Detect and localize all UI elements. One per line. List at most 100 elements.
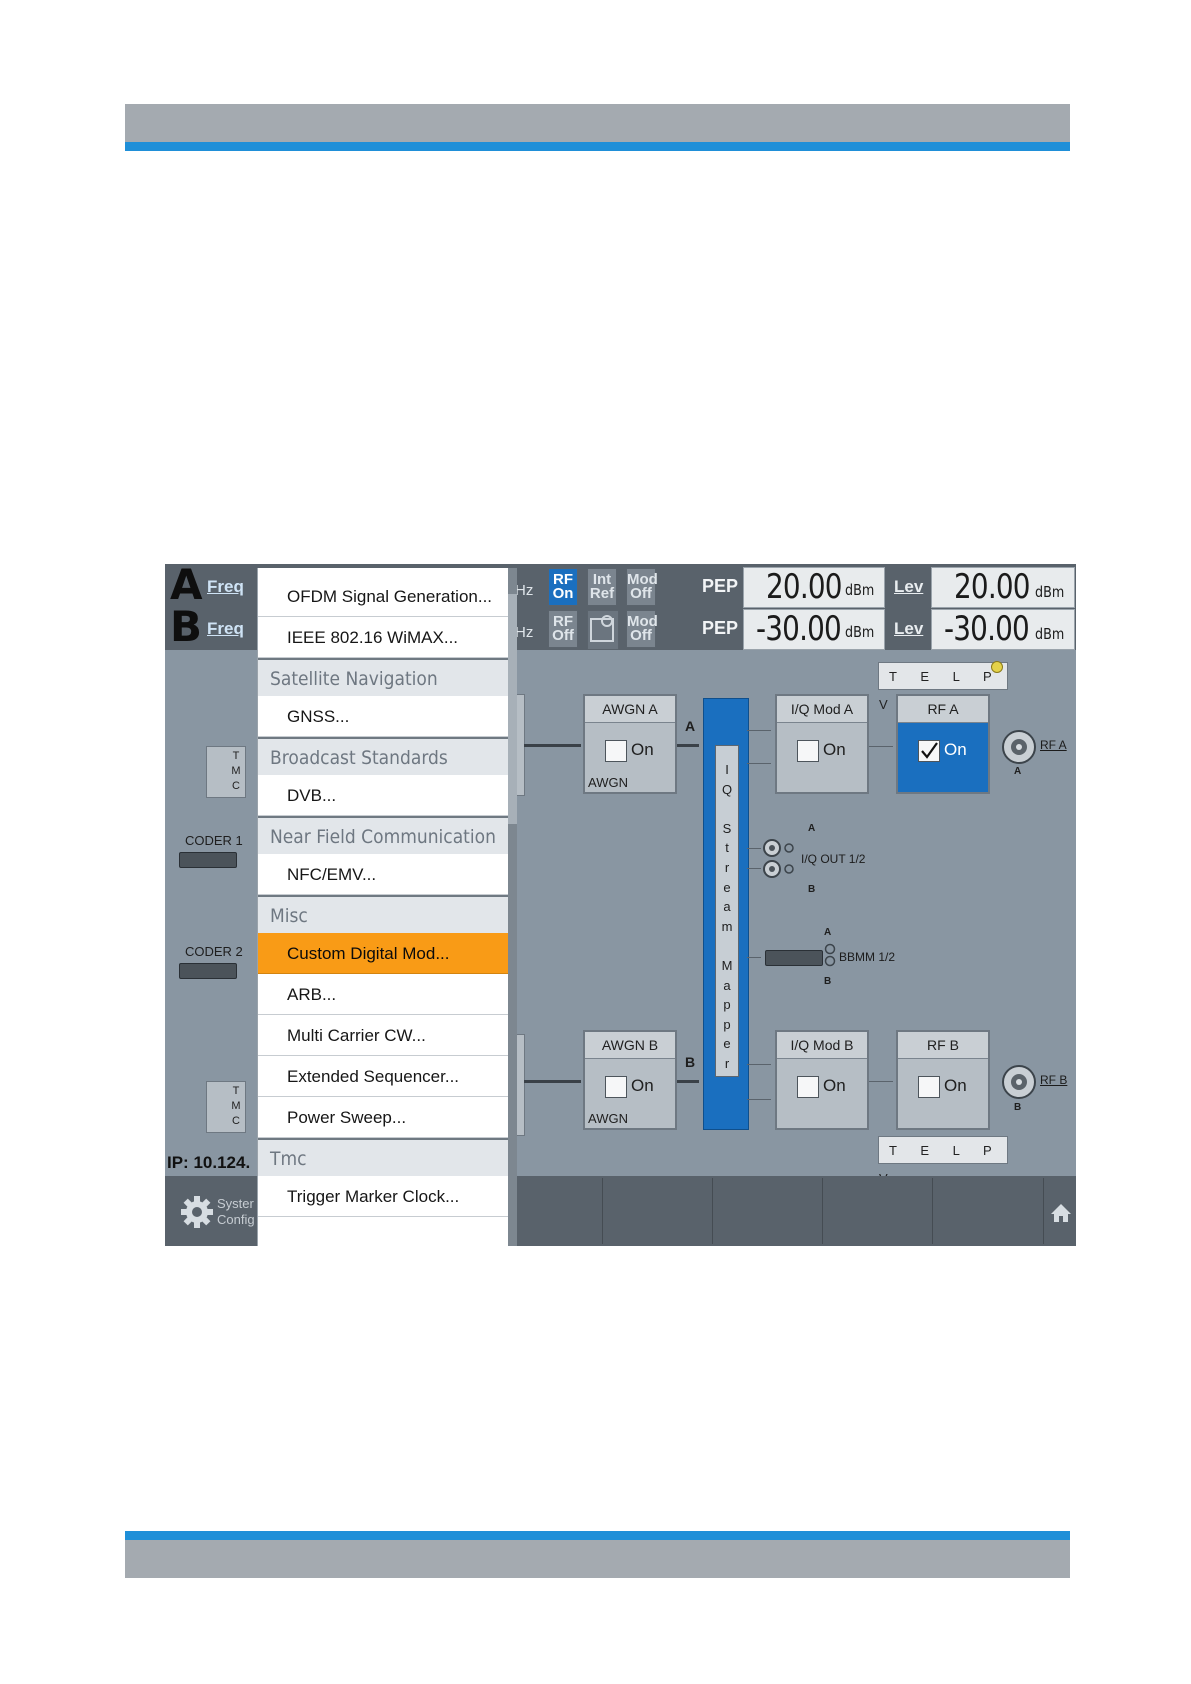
lev-b-value: -30.00 [944,609,1030,649]
rf-b-block[interactable]: RF B On [896,1030,990,1130]
bbmm-led-icon [823,942,837,973]
gear-icon[interactable] [179,1194,215,1235]
wire-mapper-iqmod-a1 [747,730,771,731]
home-icon [1051,1204,1071,1222]
iq-mod-b-checkbox[interactable] [797,1076,819,1098]
lev-a-link[interactable]: Lev [894,577,924,596]
menu-section-header: Tmc [258,1138,508,1176]
checkmark-icon [921,742,938,759]
wire-iqmod-rf-a [869,746,893,747]
lev-b-link[interactable]: Lev [894,619,924,638]
lev-a-display[interactable]: 20.00 dBm [931,567,1075,608]
softkey-3[interactable] [712,1178,822,1244]
menu-scrollbar-thumb[interactable] [508,594,517,824]
awgn-b-block[interactable]: AWGN B On AWGN [583,1030,677,1130]
page-header-bar [125,104,1070,142]
standards-menu[interactable]: OFDM Signal Generation...IEEE 802.16 WiM… [257,568,517,1246]
rf-b-checkbox[interactable] [918,1076,940,1098]
awgn-a-block[interactable]: AWGN A On AWGN [583,694,677,794]
system-config-softkey[interactable]: Syster Config [217,1196,255,1228]
menu-section-header: Misc [258,895,508,933]
menu-item[interactable]: ARB... [258,974,508,1015]
menu-section-label: Misc [270,905,308,927]
wire-awgn-mapper-b [677,1080,699,1083]
tmc-a-label: T M C [231,750,241,792]
rf-b-output-sub: B [1014,1102,1022,1113]
menu-section-label: Broadcast Standards [270,747,448,769]
coder1-label: CODER 1 [185,833,243,848]
menu-item[interactable]: Power Sweep... [258,1097,508,1138]
iq-mod-b-on-label: On [823,1076,846,1095]
awgn-a-checkbox[interactable] [605,740,627,762]
page-header-rule [125,142,1070,151]
rf-a-checkbox[interactable] [918,740,940,762]
rf-a-on-label: On [944,740,967,759]
iq-mod-b-block[interactable]: I/Q Mod B On [775,1030,869,1130]
iq-out-b: B [808,884,816,895]
wire-awgn-mapper-a [677,744,699,747]
menu-item[interactable]: Trigger Marker Clock... [258,1176,508,1217]
pep-b-unit: dBm [845,623,875,641]
pep-a-unit: dBm [845,581,875,599]
menu-item[interactable]: NFC/EMV... [258,854,508,895]
awgn-a-sub: AWGN [588,775,628,790]
awgn-b-sub: AWGN [588,1111,628,1126]
menu-item[interactable]: OFDM Signal Generation... [258,576,508,617]
softkey-4[interactable] [822,1178,932,1244]
coder2-label: CODER 2 [185,944,243,959]
bbmm-b: B [824,976,832,987]
menu-item[interactable]: Extended Sequencer... [258,1056,508,1097]
rf-b-output-link[interactable]: RF B [1040,1073,1068,1087]
softkey-2[interactable] [602,1178,712,1244]
rf-a-connector-icon [1001,729,1037,770]
iq-out-connector-icon [762,838,802,883]
coder1-connector-icon [179,852,237,868]
lev-a-unit: dBm [1035,583,1065,601]
wire-iqmod-rf-b [869,1081,893,1082]
wire-mapper-iqmod-b1 [747,1064,771,1065]
menu-section-label: Near Field Communication [270,826,496,848]
menu-item-selected[interactable]: Custom Digital Mod... [258,933,508,974]
awgn-a-title: AWGN A [585,696,675,723]
telpv-bottom-panel[interactable]: T E L P V [878,1136,1008,1186]
menu-item[interactable]: IEEE 802.16 WiMAX... [258,617,508,658]
pep-a-value: 20.00 [766,567,843,607]
menu-item[interactable]: GNSS... [258,696,508,737]
tmc-block-b[interactable]: T M C [206,1081,246,1133]
menu-item[interactable]: DVB... [258,775,508,816]
menu-item[interactable]: Multi Carrier CW... [258,1015,508,1056]
rf-a-block[interactable]: RF A On [896,694,990,794]
telpv-top-panel[interactable]: T E L P V [878,662,1008,712]
iq-mod-a-block[interactable]: I/Q Mod A On [775,694,869,794]
softkey-5[interactable] [932,1178,1043,1244]
lev-b-display[interactable]: -30.00 dBm [931,609,1075,650]
awgn-b-title: AWGN B [585,1032,675,1059]
rf-a-output-link[interactable]: RF A [1040,738,1067,752]
iq-mod-a-checkbox[interactable] [797,740,819,762]
pep-b-value: -30.00 [756,609,842,649]
rf-b-title: RF B [898,1032,988,1059]
telpv-top-label: T E L P V [879,669,1002,712]
freq-a-link[interactable]: Freq [207,577,244,596]
freq-a-unit: Hz [515,582,534,599]
wire-bbmm [747,957,761,958]
pep-a-display[interactable]: 20.00 dBm [743,567,885,608]
menu-section-header: Broadcast Standards [258,737,508,775]
pep-b-display[interactable]: -30.00 dBm [743,609,885,650]
tmc-block-a[interactable]: T M C [206,746,246,798]
ip-address: IP: 10.124. [167,1153,251,1172]
rf-b-on-label: On [944,1076,967,1095]
home-softkey[interactable] [1043,1178,1076,1244]
coder2-connector-icon [179,963,237,979]
freq-b-link[interactable]: Freq [207,619,244,638]
ref-lock-icon [587,610,619,650]
bbmm-connector-icon [765,950,823,966]
awgn-b-checkbox[interactable] [605,1076,627,1098]
